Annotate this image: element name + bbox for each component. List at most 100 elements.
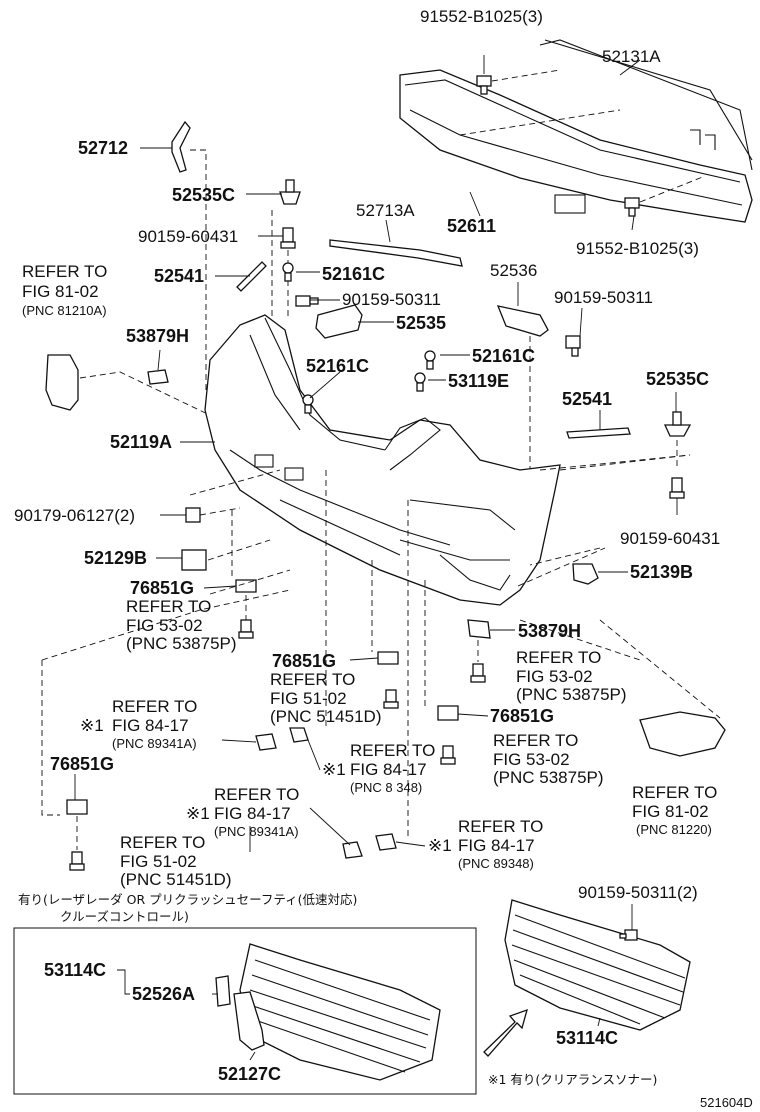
option-note-line1: 有り(レーザレーダ OR プリクラッシュセーフティ(低速対応) xyxy=(18,892,357,907)
grille-right-drawing xyxy=(504,899,691,1031)
label-76851g-b: 76851G xyxy=(272,651,336,671)
screw-90159-50311-drawing xyxy=(295,295,319,307)
bolt-91552-top-drawing xyxy=(476,75,492,95)
svg-text:(PNC 81220): (PNC 81220) xyxy=(636,822,712,837)
svg-text:REFER TO: REFER TO xyxy=(350,741,435,760)
label-52129b: 52129B xyxy=(84,548,147,568)
label-52611: 52611 xyxy=(447,216,496,236)
label-52541-b: 52541 xyxy=(562,389,612,409)
cover-52139B-drawing xyxy=(572,563,599,585)
label-91552-b1025-top: 91552-B1025(3) xyxy=(420,7,543,26)
label-52535c-top: 52535C xyxy=(172,185,235,205)
leader-lines xyxy=(74,55,678,1061)
retainer-52535-drawing xyxy=(315,304,363,339)
bracket-52526A-drawing xyxy=(215,975,231,1007)
svg-text:REFER TO: REFER TO xyxy=(120,833,205,852)
footnote-sonar: ※1 有り(クリアランスソナー) xyxy=(488,1072,657,1087)
label-90159-60431-a: 90159-60431 xyxy=(138,227,238,246)
svg-text:REFER TO: REFER TO xyxy=(214,785,299,804)
sonar-bracket-c-drawing xyxy=(342,841,363,859)
figure-code: 521604D xyxy=(700,1095,753,1110)
moulding-52712-drawing xyxy=(171,120,191,173)
svg-text:(PNC 51451D): (PNC 51451D) xyxy=(270,707,382,726)
sonar-bracket-d-drawing xyxy=(375,833,397,851)
svg-text:FIG 81-02: FIG 81-02 xyxy=(632,802,709,821)
bumper-cover-52119A-drawing xyxy=(204,314,561,606)
label-52127c: 52127C xyxy=(218,1064,281,1084)
refer-block-1: REFER TO FIG 81-02 (PNC 81210A) xyxy=(22,262,107,318)
label-52526a: 52526A xyxy=(132,984,195,1004)
svg-text:REFER TO: REFER TO xyxy=(112,697,197,716)
label-90159-50311-2: 90159-50311(2) xyxy=(578,883,698,902)
refer-block-3: REFER TO FIG 53-02 (PNC 53875P) xyxy=(516,648,627,704)
moulding-52713A-drawing xyxy=(329,239,463,267)
svg-text:REFER TO: REFER TO xyxy=(516,648,601,667)
svg-text:FIG 84-17: FIG 84-17 xyxy=(458,836,535,855)
clip-52161C-drawing xyxy=(282,262,294,282)
label-90159-50311-a: 90159-50311 xyxy=(342,290,441,309)
svg-text:REFER TO: REFER TO xyxy=(632,783,717,802)
clip-52535C-top-drawing xyxy=(279,179,301,205)
sonar-bracket-b-drawing xyxy=(289,727,309,743)
svg-text:(PNC 8 348): (PNC 8 348) xyxy=(350,780,422,795)
label-52119a: 52119A xyxy=(110,432,172,452)
svg-text:FIG 84-17: FIG 84-17 xyxy=(214,804,291,823)
svg-text:REFER TO: REFER TO xyxy=(270,670,355,689)
svg-text:※1: ※1 xyxy=(186,804,210,823)
label-53114c-b: 53114C xyxy=(556,1028,618,1048)
label-52535c-right: 52535C xyxy=(646,369,709,389)
clip-53119E-drawing xyxy=(414,372,426,392)
svg-text:※1: ※1 xyxy=(428,836,452,855)
label-90159-60431-b: 90159-60431 xyxy=(620,529,720,548)
refer-block-10: REFER TO ※1 FIG 84-17 (PNC 89348) xyxy=(428,817,543,871)
label-52161c-c: 52161C xyxy=(306,356,369,376)
refer-block-4: REFER TO FIG 51-02 (PNC 51451D) xyxy=(270,670,382,726)
clip-52161C-c-drawing xyxy=(302,394,314,414)
retainer-53879H-right-drawing xyxy=(467,619,491,683)
label-91552-b1025-bottom: 91552-B1025(3) xyxy=(576,239,699,258)
svg-text:※1: ※1 xyxy=(80,716,104,735)
refer-block-2: REFER TO FIG 53-02 (PNC 53875P) xyxy=(126,597,237,653)
option-box xyxy=(13,927,477,1095)
screw-90159-50311-right-drawing xyxy=(565,335,581,357)
refer-block-11: REFER TO FIG 51-02 (PNC 51451D) xyxy=(120,833,232,889)
clip-90179-drawing xyxy=(185,507,201,523)
svg-text:REFER TO: REFER TO xyxy=(126,597,211,616)
label-90159-50311-b: 90159-50311 xyxy=(554,288,653,307)
retainer-76851G-b-drawing xyxy=(377,651,399,709)
label-53879h-a: 53879H xyxy=(126,326,189,346)
svg-text:(PNC 53875P): (PNC 53875P) xyxy=(126,634,237,653)
label-52536: 52536 xyxy=(490,261,537,280)
moulding-52541-drawing xyxy=(236,261,267,292)
refer-block-5: REFER TO ※1 FIG 84-17 (PNC 89341A) xyxy=(80,697,197,751)
svg-text:(PNC 51451D): (PNC 51451D) xyxy=(120,870,232,889)
refer-block-7: REFER TO FIG 53-02 (PNC 53875P) xyxy=(493,731,604,787)
svg-text:(PNC 53875P): (PNC 53875P) xyxy=(493,768,604,787)
svg-text:FIG 81-02: FIG 81-02 xyxy=(22,282,99,301)
label-52131a: 52131A xyxy=(602,47,661,66)
label-90179-06127: 90179-06127(2) xyxy=(14,506,135,525)
screw-90159-60431-drawing xyxy=(280,227,296,249)
bolt-91552-bottom-drawing xyxy=(624,197,640,217)
svg-text:REFER TO: REFER TO xyxy=(22,262,107,281)
cover-52129B-drawing xyxy=(181,549,207,571)
svg-text:FIG 84-17: FIG 84-17 xyxy=(350,760,427,779)
retainer-52536-drawing xyxy=(496,305,549,337)
retainer-53879H-left-drawing xyxy=(147,369,169,385)
retainer-76851G-d-drawing xyxy=(66,799,88,871)
fog-lamp-left-drawing xyxy=(45,354,79,411)
label-76851g-c: 76851G xyxy=(490,706,554,726)
arrow-icon xyxy=(483,1008,528,1057)
grille-left-drawing xyxy=(239,943,441,1081)
label-52541-a: 52541 xyxy=(154,266,204,286)
label-52535: 52535 xyxy=(396,313,446,333)
refer-block-9: REFER TO ※1 FIG 84-17 (PNC 89341A) xyxy=(186,785,299,839)
svg-text:FIG 53-02: FIG 53-02 xyxy=(126,616,203,635)
sonar-bracket-a-drawing xyxy=(255,733,277,751)
label-53114c-a: 53114C xyxy=(44,960,106,980)
moulding-52541-right-drawing xyxy=(566,427,631,439)
label-52712: 52712 xyxy=(78,138,128,158)
label-53119e: 53119E xyxy=(448,371,509,391)
label-52713a: 52713A xyxy=(356,201,415,220)
